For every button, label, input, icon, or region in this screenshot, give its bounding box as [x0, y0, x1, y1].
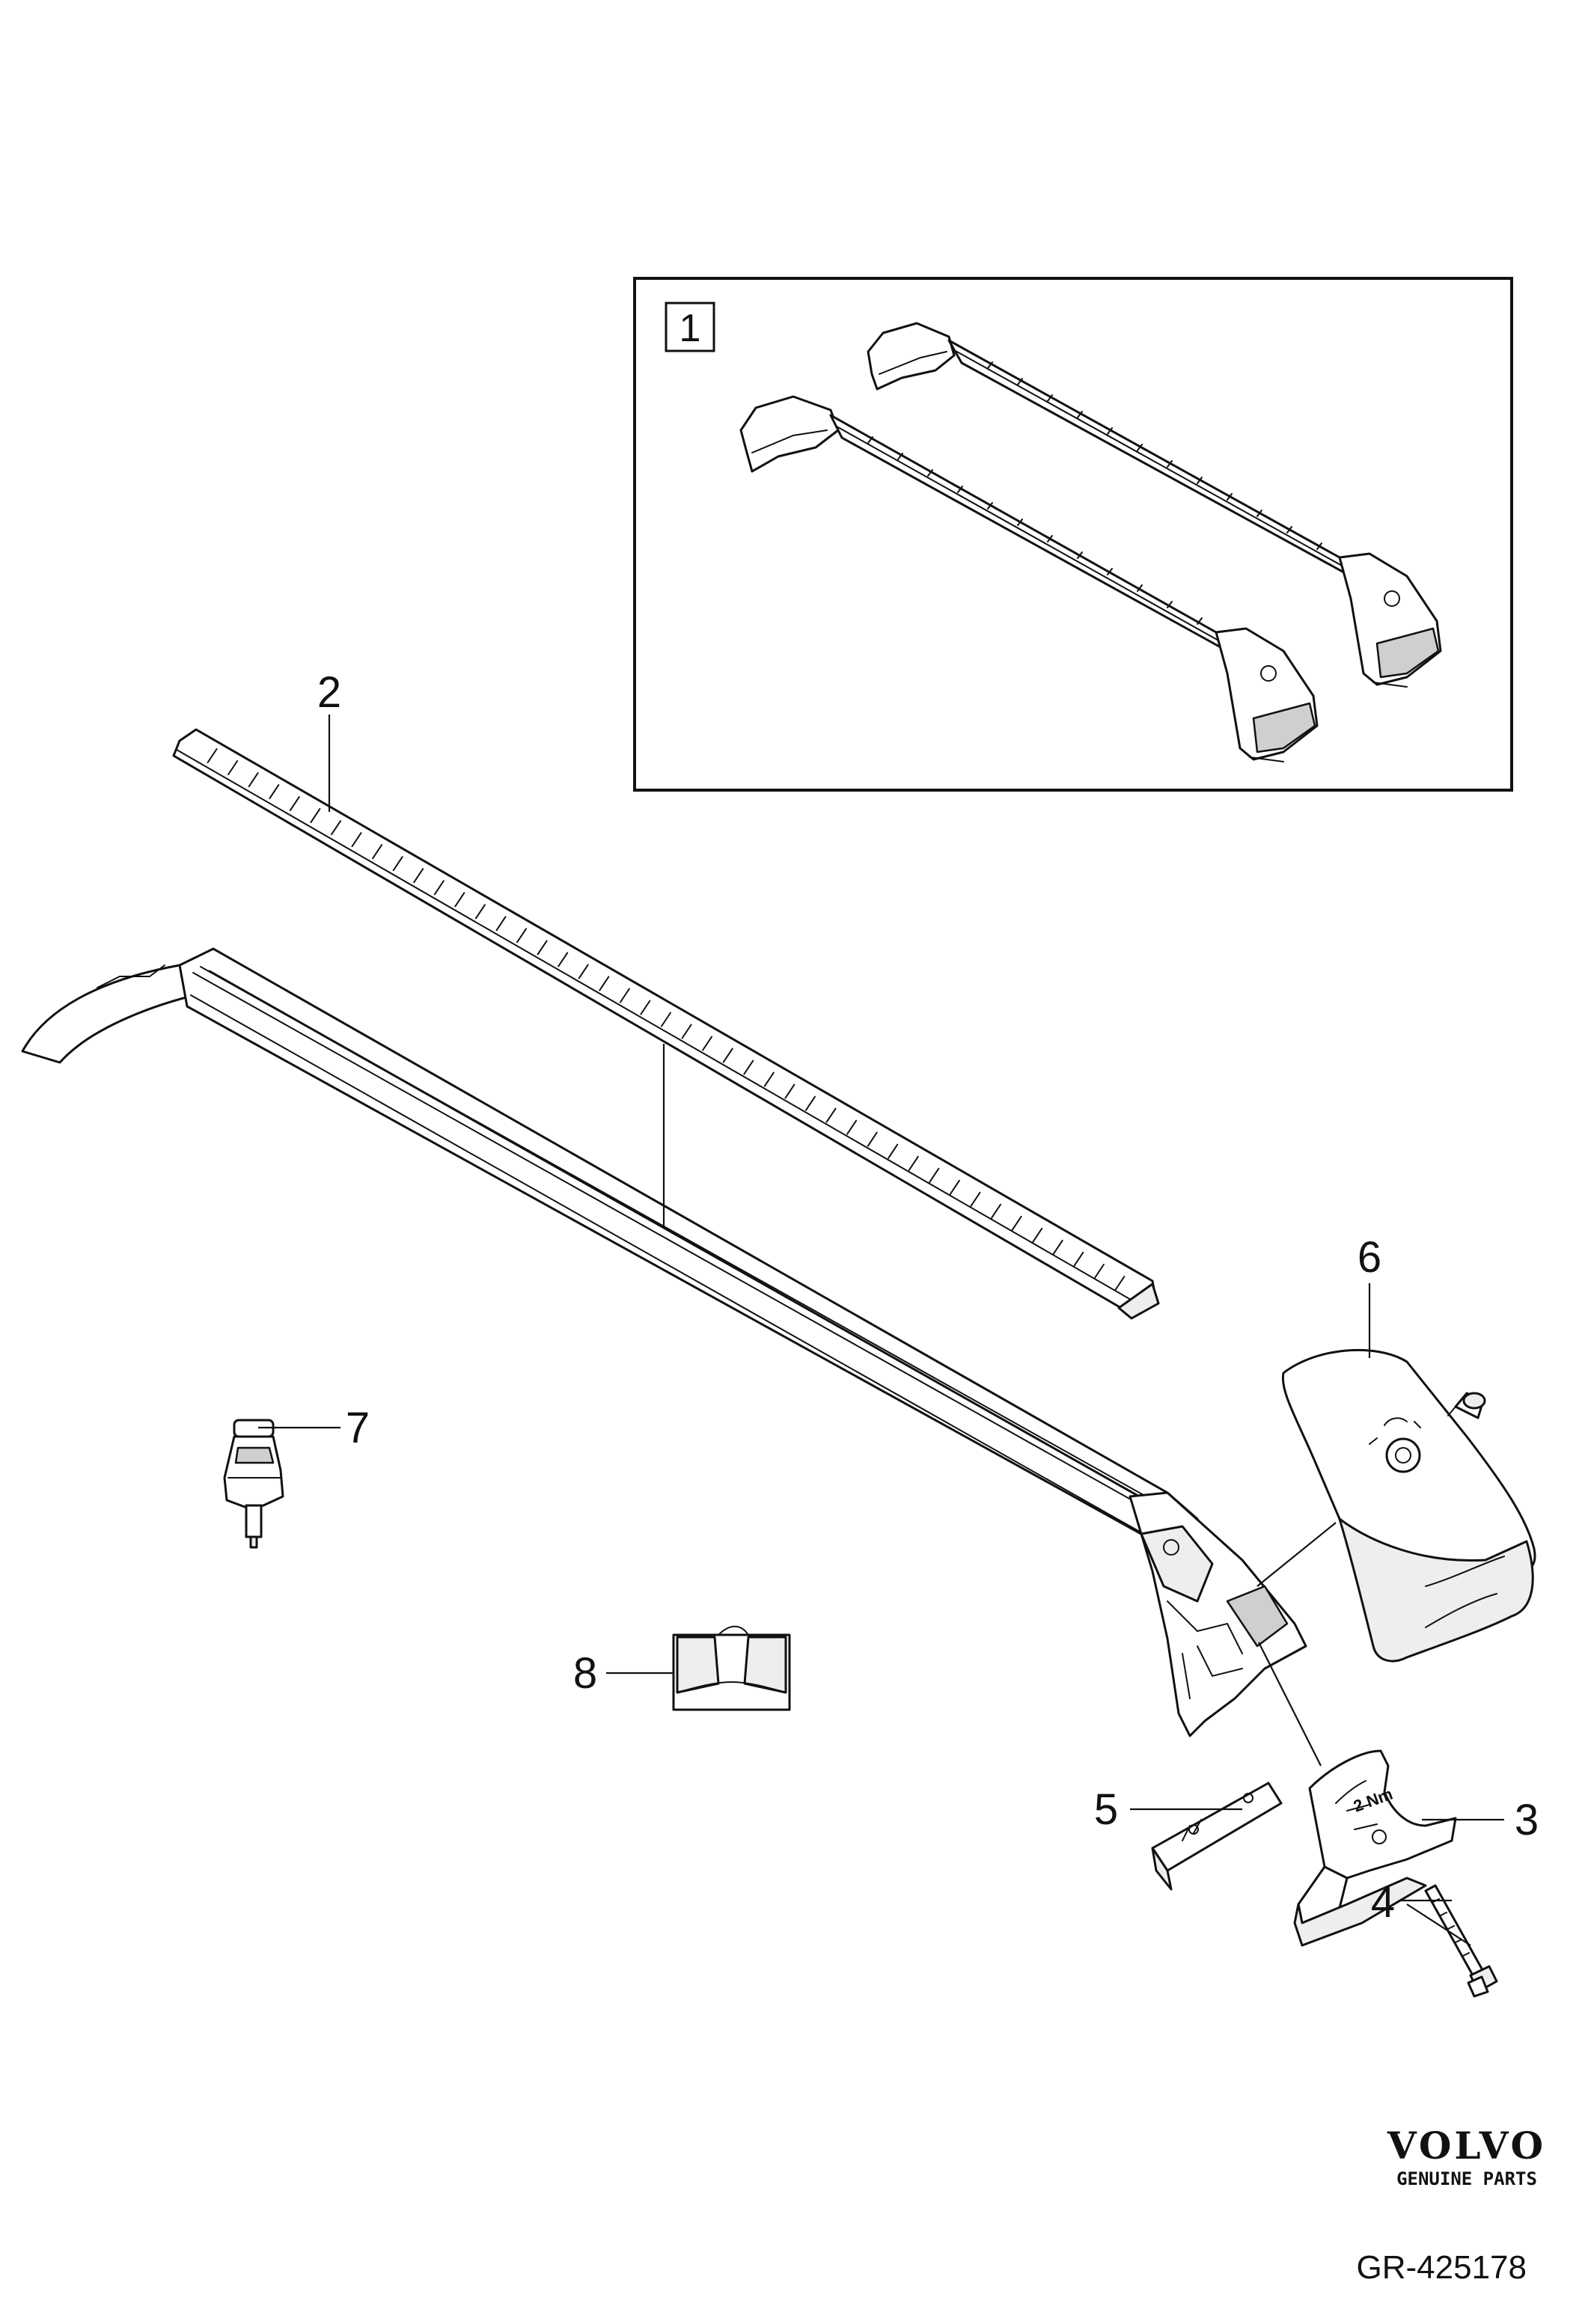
foot-bracket: 2 Nm	[1293, 1749, 1457, 1947]
rubber-strip-rib	[1093, 1264, 1105, 1279]
inset-number-box	[665, 302, 715, 352]
main-crossbar	[21, 947, 1307, 1737]
rubber-strip-rib	[929, 1167, 940, 1183]
callout-6: 6	[1358, 1233, 1381, 1282]
leader-lines	[258, 715, 1504, 1946]
rubber-strip-rib	[763, 1071, 775, 1087]
rubber-strip-rib	[413, 868, 424, 884]
rubber-strip-rib	[970, 1191, 981, 1207]
rubber-strip-rib	[495, 916, 507, 932]
rubber-strip-rib	[1114, 1276, 1126, 1291]
rubber-pad	[672, 1625, 791, 1711]
rubber-strip-rib	[248, 772, 259, 788]
rubber-strip-rib	[1052, 1239, 1063, 1255]
callout-numbers: 2 6 7 8 5 3 4	[317, 668, 1539, 1927]
rubber-strip-rib	[454, 892, 465, 908]
callout-8: 8	[573, 1649, 597, 1698]
rubber-strip-rib	[908, 1155, 919, 1171]
leader-6b	[1256, 1522, 1337, 1587]
rubber-strip-rib	[867, 1131, 878, 1147]
rubber-strip-rib	[888, 1143, 899, 1159]
callout-3: 3	[1515, 1796, 1539, 1844]
inset-number: 1	[680, 307, 701, 350]
rubber-strip-rib	[1032, 1227, 1043, 1243]
rubber-strip-rib	[805, 1095, 816, 1111]
rubber-strip-rib	[661, 1012, 671, 1027]
rubber-strip-rib	[1011, 1215, 1022, 1231]
rubber-strip-rib	[991, 1203, 1001, 1219]
lock-cylinder	[1447, 1392, 1486, 1419]
rubber-strip-rib	[578, 964, 589, 979]
rubber-strip-rib	[640, 1000, 651, 1015]
rubber-strip-rib	[392, 856, 403, 872]
rubber-strip-rib	[331, 820, 341, 836]
foot-cover	[1281, 1348, 1536, 1663]
rubber-strip	[172, 728, 1160, 1320]
rubber-strip-rib	[289, 796, 300, 812]
rubber-strip-rib	[722, 1048, 733, 1063]
callout-4: 4	[1371, 1878, 1395, 1927]
leader-4b	[1406, 1903, 1471, 1946]
rubber-strip-rib	[558, 952, 569, 967]
rubber-strip-rib	[599, 976, 610, 991]
rubber-strip-ribs	[207, 748, 1126, 1291]
rubber-strip-rib	[825, 1107, 837, 1123]
rubber-strip-rib	[351, 832, 362, 848]
inset-frame	[633, 277, 1513, 792]
callout-5: 5	[1094, 1785, 1118, 1834]
rubber-strip-rib	[516, 928, 527, 944]
callout-2: 2	[317, 668, 341, 717]
rubber-strip-rib	[681, 1024, 692, 1039]
rubber-strip-rib	[846, 1119, 858, 1135]
rubber-strip-rib	[433, 880, 445, 896]
rubber-strip-rib	[949, 1179, 960, 1195]
inset-roof-rack-set: 1	[633, 277, 1513, 792]
rubber-strip-rib	[207, 748, 218, 763]
clamp-plate	[1151, 1782, 1283, 1891]
rubber-strip-rib	[1073, 1251, 1084, 1267]
inset-front-bar-ribs	[867, 436, 1203, 625]
inset-rear-bar-ribs	[987, 361, 1322, 550]
rubber-strip-rib	[269, 784, 280, 800]
rubber-strip-rib	[537, 940, 548, 955]
rubber-strip-rib	[784, 1083, 796, 1099]
end-plug	[223, 1419, 284, 1549]
genuine-parts-text: GENUINE PARTS	[1396, 2168, 1537, 2189]
rubber-strip-rib	[227, 760, 239, 775]
rubber-strip-rib	[474, 904, 486, 920]
volvo-logo-text: VOLVO	[1387, 2123, 1546, 2168]
inset-crossbar-front	[739, 395, 1319, 762]
callout-7: 7	[346, 1404, 370, 1452]
rubber-strip-rib	[743, 1059, 754, 1075]
rubber-strip-rib	[310, 808, 321, 824]
rubber-strip-rib	[372, 844, 383, 860]
bolt	[1424, 1884, 1498, 1998]
branding: VOLVO GENUINE PARTS GR-425178	[1357, 2123, 1546, 2286]
leader-3b	[1258, 1642, 1322, 1767]
rubber-strip-rib	[702, 1036, 713, 1051]
reference-number: GR-425178	[1357, 2249, 1527, 2286]
inset-crossbar-rear	[867, 322, 1442, 688]
rubber-strip-rib	[619, 988, 630, 1003]
